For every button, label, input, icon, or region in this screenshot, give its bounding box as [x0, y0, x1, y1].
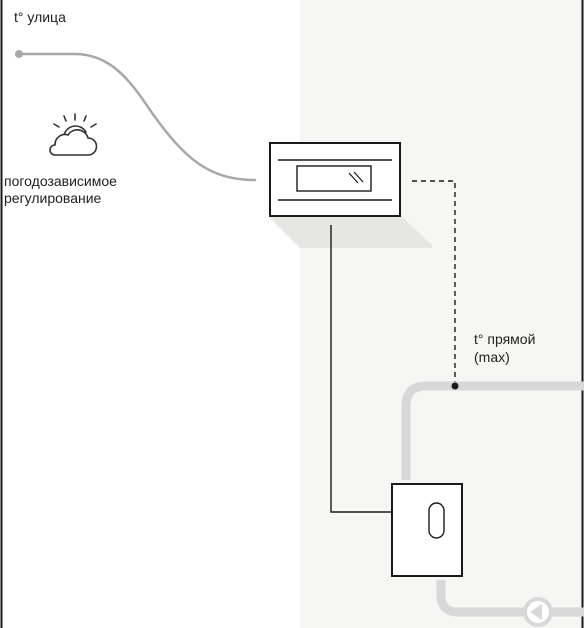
weather-compensation-label-line1: погодозависимое [4, 173, 117, 189]
flow-temp-label-line1: t° прямой [474, 331, 536, 347]
outdoor-sensor-line [17, 52, 257, 182]
thermostat-knob [428, 502, 445, 539]
flow-sensor-dot [451, 382, 459, 390]
supply-pipe [401, 381, 584, 480]
weather-compensation-label-line2: регулирование [4, 190, 102, 206]
controller-unit [269, 142, 401, 217]
thermostat-unit [391, 483, 463, 577]
outdoor-temp-label: t° улица [14, 9, 66, 25]
weather-icon [49, 113, 98, 156]
pump-icon [523, 597, 553, 627]
controller-shadow [270, 215, 432, 248]
return-pipe [436, 580, 584, 617]
thermostat-wire [330, 225, 392, 513]
controller-display [296, 165, 372, 192]
flow-temp-label-line2: (max) [474, 349, 510, 365]
